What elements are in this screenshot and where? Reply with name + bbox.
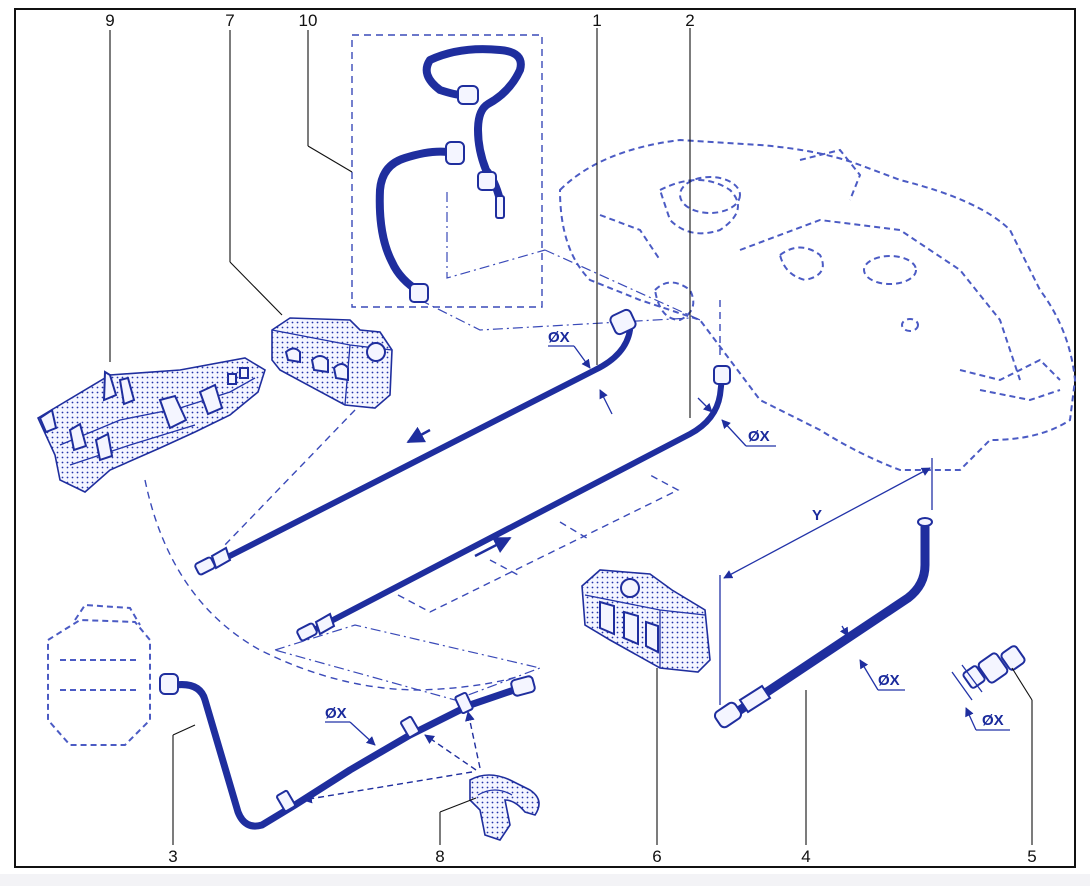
part-6-clip-block	[581, 569, 711, 673]
part-3-rigid-pipe	[159, 673, 536, 830]
callout-2: 2	[685, 11, 694, 30]
leader-lines	[109, 28, 1033, 845]
fuel-tank-outline	[558, 138, 1077, 471]
part-5-union-connector	[951, 645, 1026, 701]
part-1-rigid-pipe	[194, 308, 637, 576]
diameter-label-pipe-3: ØX	[325, 705, 347, 722]
part-10-flexible-hoses	[351, 34, 701, 331]
diameter-label-pipe-4: ØX	[878, 672, 900, 689]
diameter-label-pipe-1: ØX	[548, 329, 570, 346]
length-label-y: Y	[812, 507, 822, 524]
connection-line-7-to-1	[221, 409, 356, 549]
callout-10: 10	[299, 11, 318, 30]
connection-line-9-to-3	[144, 479, 521, 691]
callout-6: 6	[652, 847, 661, 866]
callout-7: 7	[225, 11, 234, 30]
part-9-bracket	[36, 357, 266, 493]
part-8-pipe-clip	[302, 711, 540, 841]
diameter-markers	[325, 345, 1010, 746]
callout-8: 8	[435, 847, 444, 866]
part-7-clip-block	[271, 317, 393, 409]
diameter-label-pipe-2: ØX	[748, 428, 770, 445]
part-4-rigid-pipe	[713, 458, 933, 729]
callout-3: 3	[168, 847, 177, 866]
callout-5: 5	[1027, 847, 1036, 866]
ghost-bracket	[47, 603, 151, 746]
bottom-strip	[0, 874, 1090, 886]
diagram-frame	[14, 8, 1076, 868]
callout-4: 4	[801, 847, 810, 866]
callout-9: 9	[105, 11, 114, 30]
diameter-label-union-5: ØX	[982, 712, 1004, 729]
part-2-rigid-pipe	[272, 365, 731, 701]
callout-1: 1	[592, 11, 601, 30]
